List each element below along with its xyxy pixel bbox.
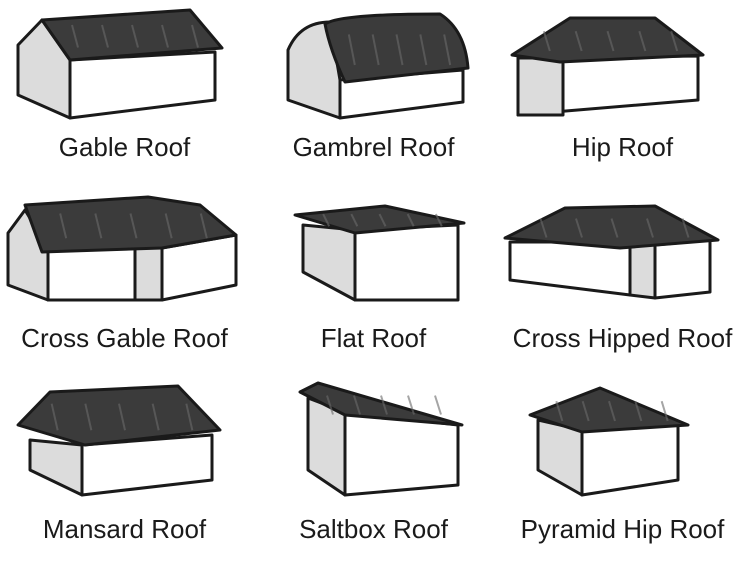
cross-gable-roof-icon — [6, 195, 238, 302]
cross-hipped-roof-label: Cross Hipped Roof — [512, 323, 733, 353]
gambrel-roof-icon — [286, 12, 470, 120]
hip-roof-label: Hip Roof — [571, 132, 674, 162]
cross-gable-roof-label: Cross Gable Roof — [21, 323, 228, 353]
cross-hipped-roof-icon — [503, 204, 720, 300]
mansard-roof-label: Mansard Roof — [42, 514, 207, 544]
gambrel-roof-label: Gambrel Roof — [292, 132, 455, 162]
flat-roof-icon — [293, 204, 466, 302]
gable-roof-label: Gable Roof — [58, 132, 191, 162]
saltbox-roof-label: Saltbox Roof — [299, 514, 448, 544]
gable-roof-icon — [16, 8, 224, 120]
hip-roof-icon — [510, 16, 705, 117]
pyramid-hip-roof-icon — [528, 386, 690, 497]
pyramid-hip-roof-label: Pyramid Hip Roof — [520, 514, 725, 544]
saltbox-roof-icon — [298, 381, 464, 497]
flat-roof-label: Flat Roof — [320, 323, 427, 353]
mansard-roof-icon — [16, 384, 222, 497]
